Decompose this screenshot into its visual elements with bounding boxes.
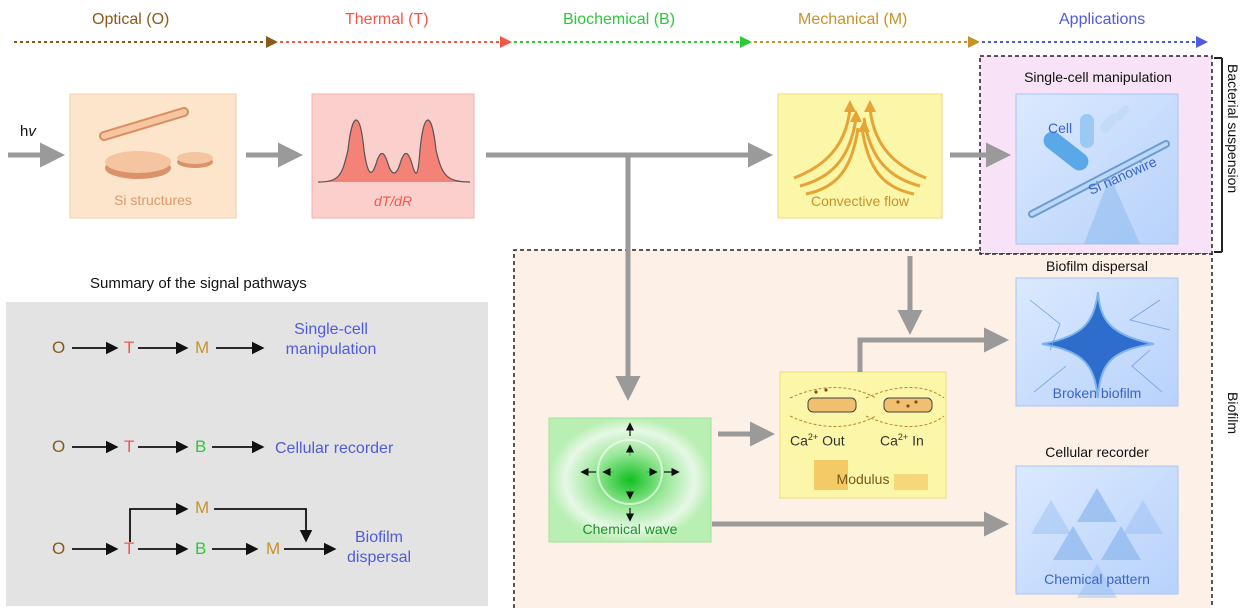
convective-flow-box xyxy=(777,93,943,219)
modulus-bar-low xyxy=(894,474,928,490)
dtdr-label: dT/dR xyxy=(373,193,413,209)
broken-biofilm-label: Broken biofilm xyxy=(1052,385,1142,401)
diffusion-arrows-icon xyxy=(580,422,680,522)
stage-biochemical: Biochemical (B) xyxy=(563,11,676,28)
broken-biofilm-box xyxy=(1015,277,1179,407)
single-cell-box xyxy=(1015,93,1179,245)
summary-row2-B: B xyxy=(195,437,207,456)
summary-panel xyxy=(6,302,488,606)
summary-row1-T: T xyxy=(124,338,135,357)
header-arrows xyxy=(14,36,1208,48)
summary-row2-text: Cellular recorder xyxy=(275,440,394,457)
chemical-pattern-box xyxy=(1015,465,1179,598)
temperature-profile-curve xyxy=(317,119,471,183)
biofilm-dispersal-title: Biofilm dispersal xyxy=(1046,258,1148,274)
si-disk-icon xyxy=(105,151,213,179)
cell-membrane-icon xyxy=(789,387,945,427)
stage-applications: Applications xyxy=(1059,11,1146,28)
chemical-pattern-icon xyxy=(1031,488,1163,598)
broken-biofilm-icon xyxy=(1041,291,1155,399)
summary-row3-M-upper: M xyxy=(195,498,210,517)
stage-optical: Optical (O) xyxy=(92,11,170,28)
summary-row3-O: O xyxy=(52,539,66,558)
dtdr-box xyxy=(311,93,475,219)
summary-row3-M: M xyxy=(266,539,281,558)
summary-row2-O: O xyxy=(52,437,66,456)
si-structures-box xyxy=(69,93,237,219)
cellular-recorder-title: Cellular recorder xyxy=(1045,444,1149,460)
cell-label: Cell xyxy=(1048,120,1073,136)
chemical-wave-label: Chemical wave xyxy=(582,521,678,537)
si-structures-label: Si structures xyxy=(114,192,192,208)
summary-row3-B: B xyxy=(195,539,207,558)
calcium-out-label: Ca2+ Out xyxy=(790,432,845,449)
flow-arrows xyxy=(8,142,1011,537)
photon-input-label: hv xyxy=(20,123,36,140)
summary-row1-M: M xyxy=(195,338,210,357)
biofilm-side-label: Biofilm xyxy=(1225,392,1241,435)
modulus-box xyxy=(779,371,947,499)
bacterial-cell-icon xyxy=(1043,105,1130,171)
single-cell-title: Single-cell manipulation xyxy=(1024,69,1172,85)
chemical-wave-box xyxy=(548,417,712,543)
si-nanowire-icon xyxy=(1028,140,1170,244)
modulus-bar-high xyxy=(814,460,848,490)
summary-title: Summary of the signal pathways xyxy=(90,275,307,292)
bacterial-suspension-label: Bacterial suspension xyxy=(1225,64,1241,194)
chemical-pattern-label: Chemical pattern xyxy=(1044,571,1150,587)
calcium-in-label: Ca2+ In xyxy=(880,432,924,449)
summary-row2-T: T xyxy=(124,437,135,456)
flow-lines-icon xyxy=(793,107,927,196)
modulus-label: Modulus xyxy=(836,471,890,487)
si-rod-icon xyxy=(99,107,189,141)
summary-row3-T: T xyxy=(124,539,135,558)
summary-arrows xyxy=(72,341,337,556)
summary-row1-O: O xyxy=(52,338,66,357)
stage-mechanical: Mechanical (M) xyxy=(798,11,908,28)
convective-flow-label: Convective flow xyxy=(810,193,910,209)
stage-thermal: Thermal (T) xyxy=(345,11,429,28)
